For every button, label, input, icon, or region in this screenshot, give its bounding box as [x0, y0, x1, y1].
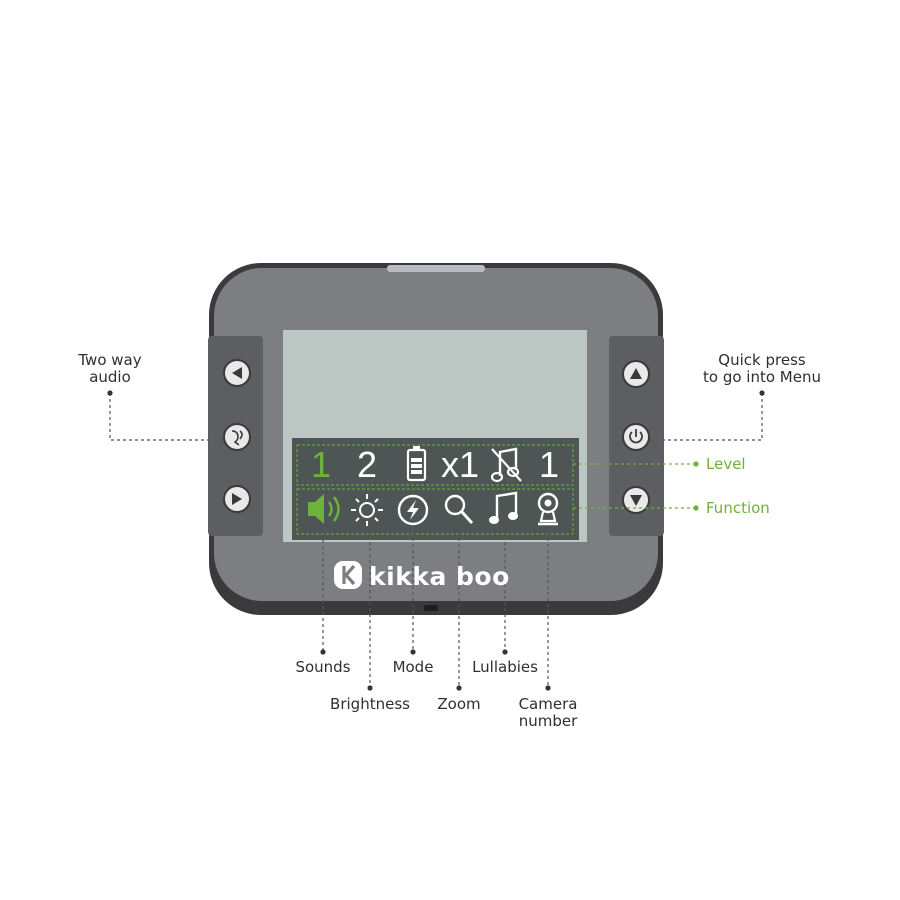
- callout-lines-green: [573, 463, 695, 509]
- left-arrow-button[interactable]: [223, 359, 251, 387]
- level-value-zoom: x1: [440, 444, 480, 485]
- callout-dots-green: [693, 461, 699, 511]
- left-arrow-icon: [232, 367, 242, 379]
- battery-icon: [406, 446, 427, 482]
- label-mode: Mode: [392, 658, 434, 676]
- level-value-camera: 1: [538, 444, 560, 485]
- brand: kikka boo: [333, 559, 510, 593]
- label-camera-number: Camera number: [518, 695, 578, 730]
- up-arrow-icon: [630, 368, 642, 379]
- two-way-audio-button[interactable]: [223, 423, 251, 451]
- level-row-outline: [296, 444, 574, 486]
- speaker-icon: [308, 494, 340, 524]
- up-arrow-button[interactable]: [622, 360, 650, 388]
- label-level: Level: [706, 455, 746, 473]
- power-icon: [629, 431, 643, 444]
- screen: [283, 330, 587, 542]
- label-brightness: Brightness: [330, 695, 410, 713]
- voice-icon: [231, 430, 243, 446]
- down-arrow-icon: [630, 495, 642, 506]
- label-quick-press: Quick press to go into Menu: [703, 351, 821, 386]
- right-arrow-icon: [232, 493, 242, 505]
- label-function: Function: [706, 499, 770, 517]
- function-row-outline: [296, 488, 574, 535]
- brand-logo-icon: [334, 561, 362, 589]
- label-zoom: Zoom: [437, 695, 481, 713]
- label-lullabies: Lullabies: [472, 658, 538, 676]
- brand-name: kikka boo: [369, 561, 510, 591]
- camera-icon: [537, 492, 559, 526]
- label-sounds: Sounds: [295, 658, 351, 676]
- music-note-icon: [489, 491, 518, 524]
- level-value-1: 1: [310, 444, 332, 485]
- mode-bolt-icon: [397, 494, 429, 526]
- down-arrow-button[interactable]: [622, 486, 650, 514]
- level-value-2: 2: [356, 444, 378, 485]
- label-two-way-audio: Two way audio: [78, 351, 142, 386]
- brightness-icon: [351, 494, 383, 526]
- power-menu-button[interactable]: [622, 423, 650, 451]
- music-off-icon: [490, 447, 522, 483]
- callout-lines: [109, 393, 763, 688]
- zoom-icon: [444, 494, 474, 525]
- right-arrow-button[interactable]: [223, 485, 251, 513]
- callout-dots: [107, 390, 765, 691]
